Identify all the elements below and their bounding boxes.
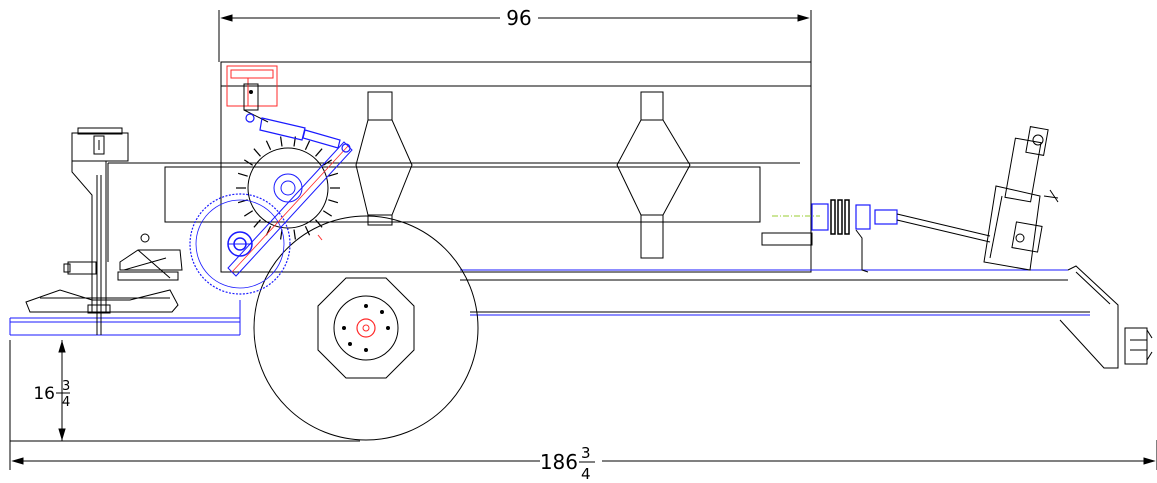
gear-tooth <box>315 148 323 157</box>
gearbox-jack <box>983 126 1059 271</box>
svg-text:186: 186 <box>540 450 578 474</box>
driveline <box>761 199 991 273</box>
gear-tooth <box>237 172 248 177</box>
chassis-beam <box>9 269 1090 336</box>
wheel <box>253 215 479 441</box>
spinner-assembly <box>25 127 179 335</box>
svg-text:16: 16 <box>33 384 55 404</box>
ground-height-label: 16 3 4 <box>33 379 70 410</box>
gear-tooth <box>293 229 296 240</box>
lower-beater-gear <box>189 193 291 295</box>
gear-tooth <box>304 225 311 236</box>
gear-tooth <box>328 172 339 177</box>
svg-text:3: 3 <box>581 444 591 462</box>
svg-text:3: 3 <box>62 379 70 394</box>
drive-chain-arm <box>227 141 353 277</box>
gear-tooth <box>280 136 283 147</box>
gear-tooth <box>243 159 254 166</box>
ground-dimension <box>9 340 1157 470</box>
side-frame <box>107 162 811 273</box>
top-dimension-label: 96 <box>506 6 531 30</box>
gear-tooth <box>328 199 339 204</box>
hitch-tongue <box>1059 265 1153 369</box>
svg-text:4: 4 <box>581 465 591 483</box>
top-dimension <box>218 10 812 62</box>
deflector-plate <box>117 249 183 281</box>
gear-tooth <box>322 159 333 166</box>
gear-tooth <box>304 140 311 151</box>
gear-tooth <box>322 210 333 217</box>
gear-tooth <box>253 148 261 157</box>
gear-tooth <box>253 219 261 228</box>
svg-text:4: 4 <box>62 395 70 410</box>
gear-tooth <box>280 229 283 240</box>
hopper-baffles <box>355 91 691 259</box>
gear-tooth <box>243 210 254 217</box>
gear-tooth <box>315 219 323 228</box>
gear-tooth <box>265 140 272 151</box>
overall-length-label: 186 3 4 <box>540 444 595 483</box>
hydraulic-cylinder <box>226 65 351 153</box>
